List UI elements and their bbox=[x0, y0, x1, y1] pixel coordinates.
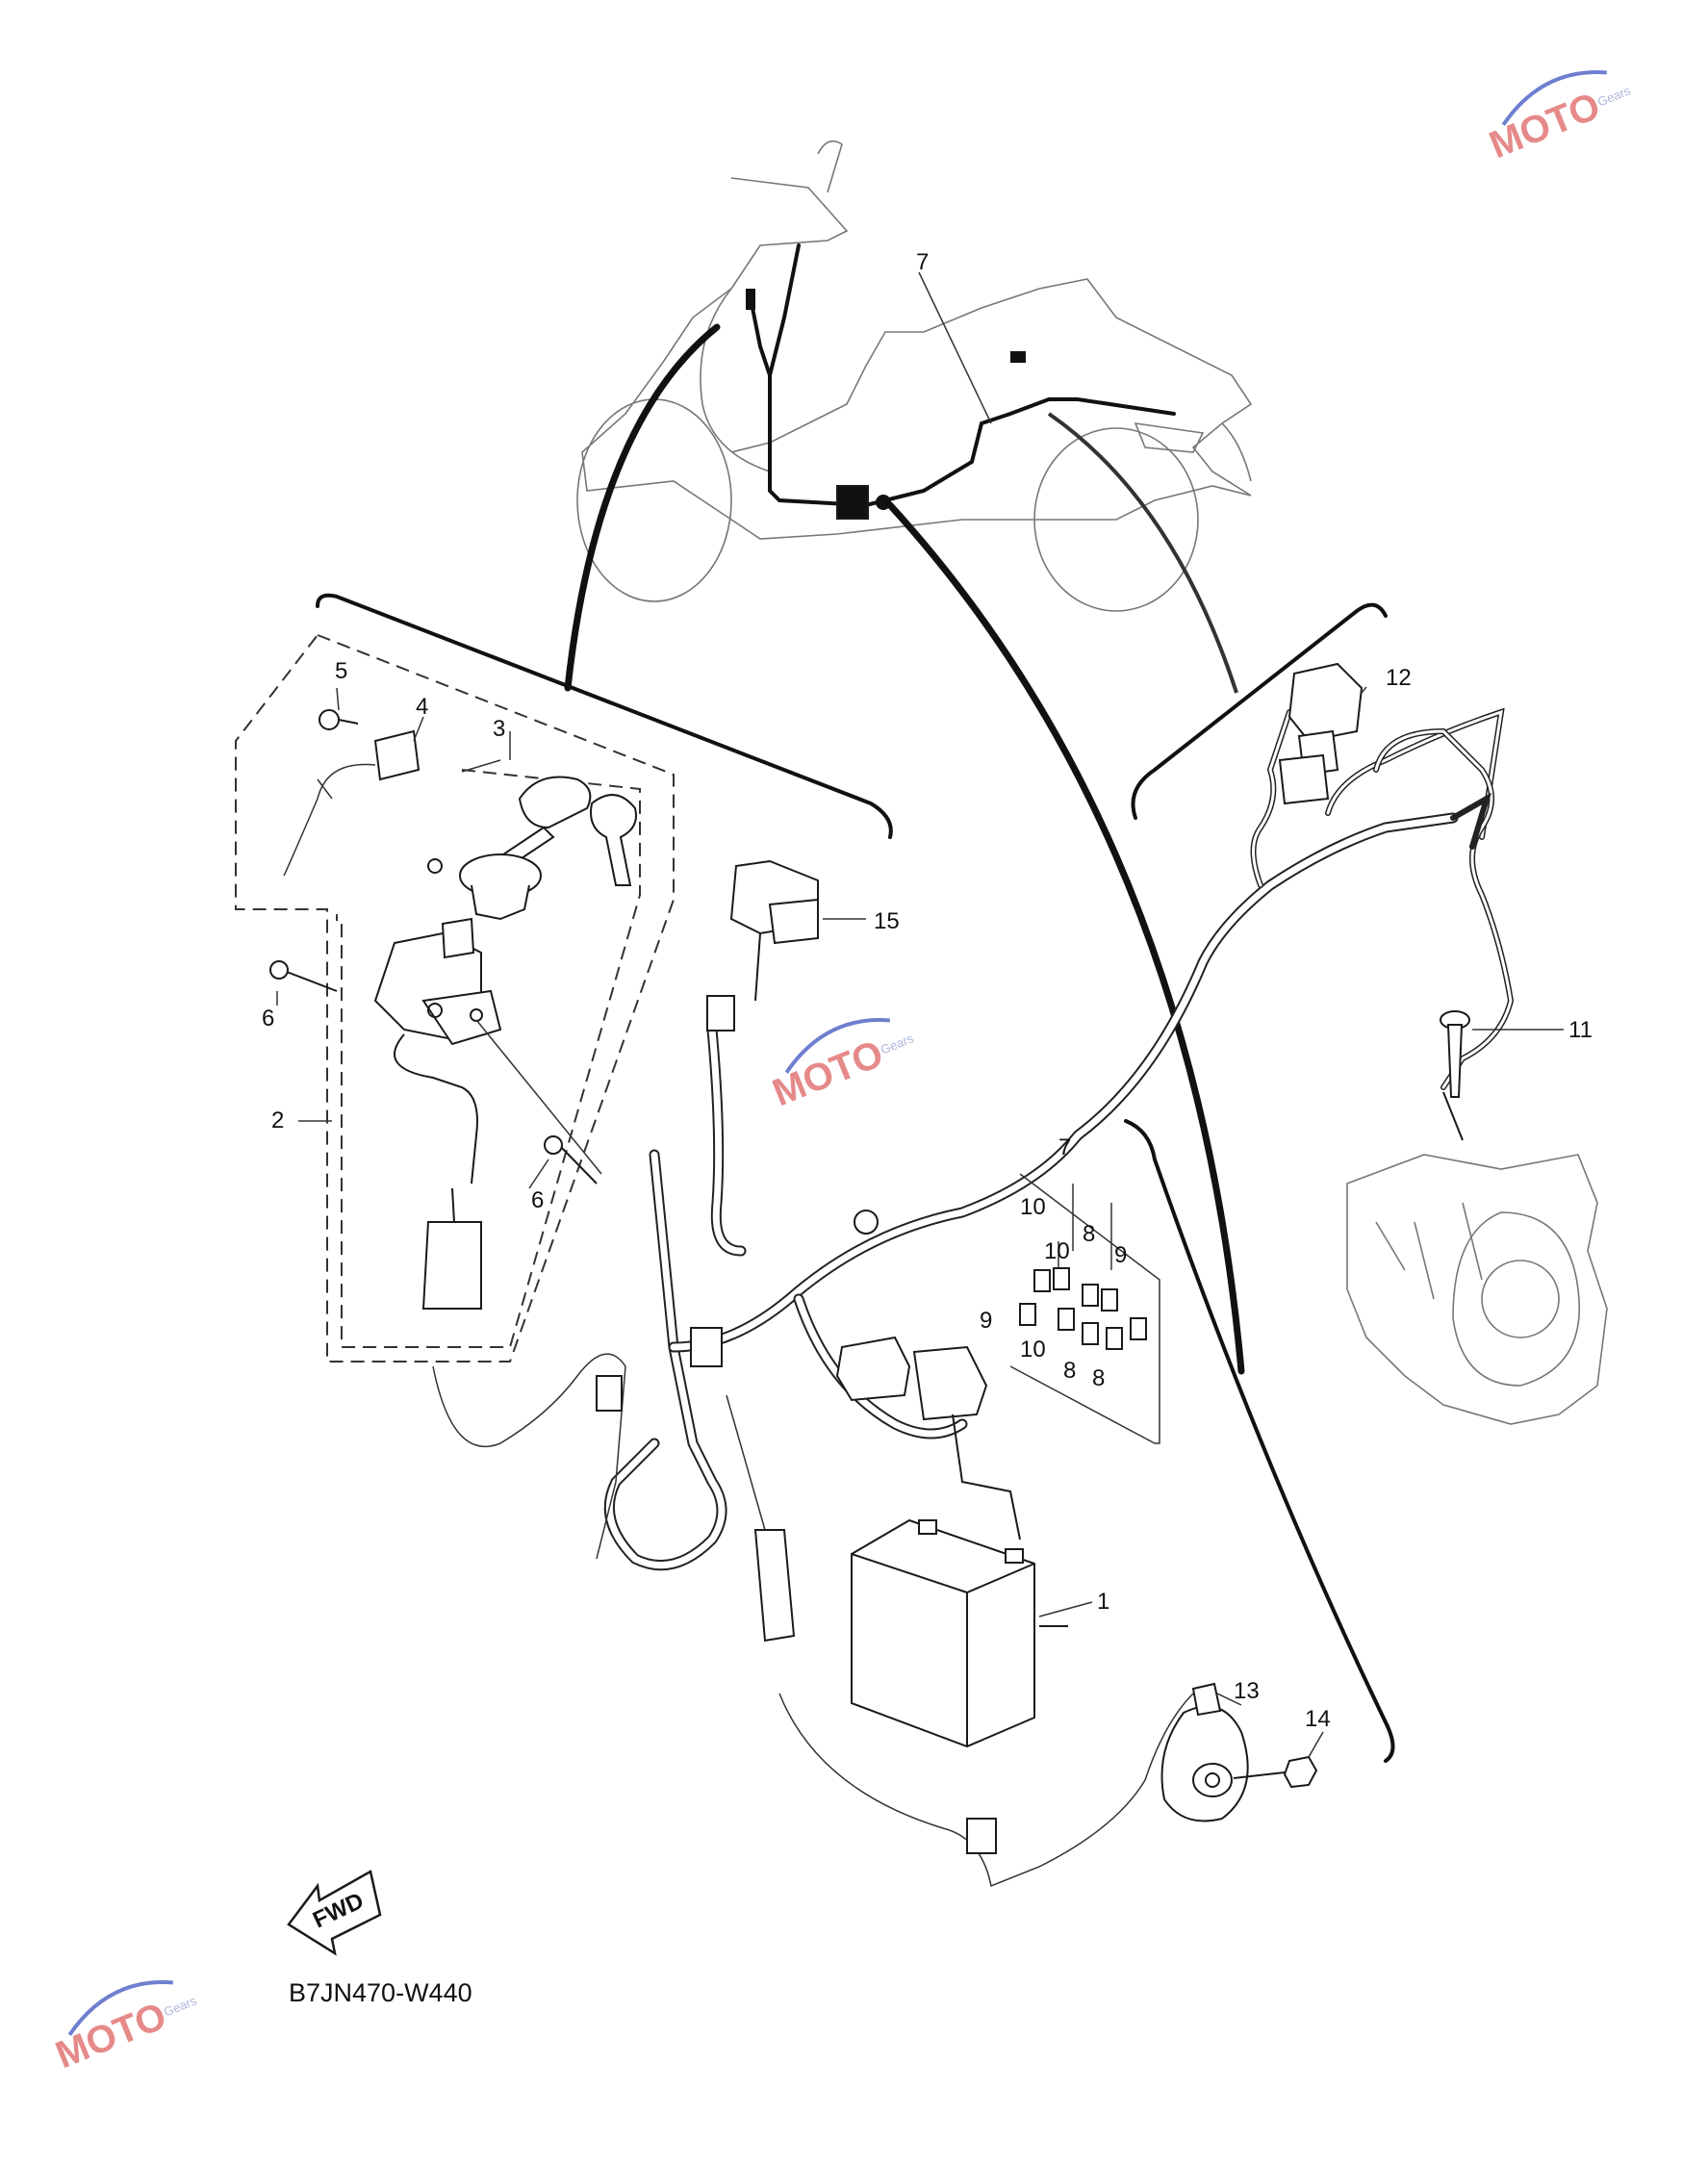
relay-15 bbox=[729, 859, 819, 1002]
callout-key-set: 3 bbox=[493, 716, 505, 742]
battery bbox=[851, 1518, 1068, 1748]
fuse-panel bbox=[835, 1173, 1160, 1541]
engine-block bbox=[1346, 1154, 1608, 1425]
callout-bolt-11: 11 bbox=[1568, 1017, 1593, 1043]
horn bbox=[1160, 1682, 1286, 1822]
callout-fuse-8-a: 8 bbox=[1083, 1221, 1095, 1247]
watermark-subtext: Gears bbox=[162, 1993, 199, 2019]
callout-labels: 1 2 3 4 5 6 6 7 7 10 10 10 8 8 8 9 9 11 … bbox=[262, 249, 1593, 1732]
callout-screw-6-upper: 6 bbox=[262, 1006, 274, 1032]
callout-fuse-10-c: 10 bbox=[1020, 1337, 1046, 1363]
watermark-text: MOTO bbox=[1484, 85, 1606, 166]
watermark-middle: MOTO Gears bbox=[767, 1018, 916, 1114]
callout-nut-14: 14 bbox=[1305, 1706, 1331, 1732]
watermark-top-right: MOTO Gears bbox=[1484, 70, 1633, 166]
callout-horn-13: 13 bbox=[1234, 1678, 1260, 1704]
callout-lock-plate: 4 bbox=[416, 694, 428, 720]
nut-14 bbox=[1283, 1755, 1318, 1789]
callout-main-switch: 2 bbox=[271, 1108, 284, 1133]
fuse bbox=[1019, 1267, 1147, 1350]
screw-6-upper bbox=[269, 960, 338, 992]
watermark-text: MOTO bbox=[767, 1032, 889, 1114]
callout-wire-harness-top: 7 bbox=[916, 249, 929, 275]
callout-fuse-9-a: 9 bbox=[1114, 1242, 1127, 1268]
screw-5 bbox=[319, 709, 359, 730]
watermark-text: MOTO bbox=[50, 1995, 172, 2076]
callout-fuse-9-b: 9 bbox=[980, 1308, 992, 1334]
main-switch-assembly bbox=[235, 633, 675, 1363]
bolt-11 bbox=[1440, 1010, 1470, 1141]
guide-lines bbox=[316, 323, 1395, 1763]
callout-screw-6-lower: 6 bbox=[531, 1187, 544, 1213]
leader-lines bbox=[276, 271, 1564, 1758]
main-switch-body bbox=[373, 917, 502, 1310]
callout-fuse-10-b: 10 bbox=[1044, 1238, 1070, 1264]
forward-direction-arrow: FWD bbox=[287, 1870, 382, 1956]
main-wire-harness bbox=[432, 707, 1515, 1888]
watermark-bottom-left: MOTO Gears bbox=[50, 1980, 199, 2076]
key-cylinder-cap bbox=[427, 853, 542, 921]
callout-fuse-10-a: 10 bbox=[1020, 1194, 1046, 1220]
watermark-subtext: Gears bbox=[1595, 83, 1633, 109]
callout-fuse-group: 7 bbox=[1058, 1134, 1071, 1160]
screw-6-lower bbox=[544, 1135, 598, 1184]
watermark-subtext: Gears bbox=[879, 1031, 916, 1057]
callout-coupler-12: 12 bbox=[1386, 665, 1412, 691]
coupler-12 bbox=[1278, 662, 1364, 805]
callout-relay-15: 15 bbox=[874, 908, 900, 934]
scooter-outline bbox=[576, 140, 1253, 612]
diagram-code: B7JN470-W440 bbox=[289, 1978, 472, 2007]
callout-fuse-8-c: 8 bbox=[1092, 1365, 1105, 1391]
callout-screw-5: 5 bbox=[335, 658, 347, 684]
callout-fuse-8-b: 8 bbox=[1063, 1358, 1076, 1384]
callout-battery: 1 bbox=[1097, 1589, 1109, 1615]
